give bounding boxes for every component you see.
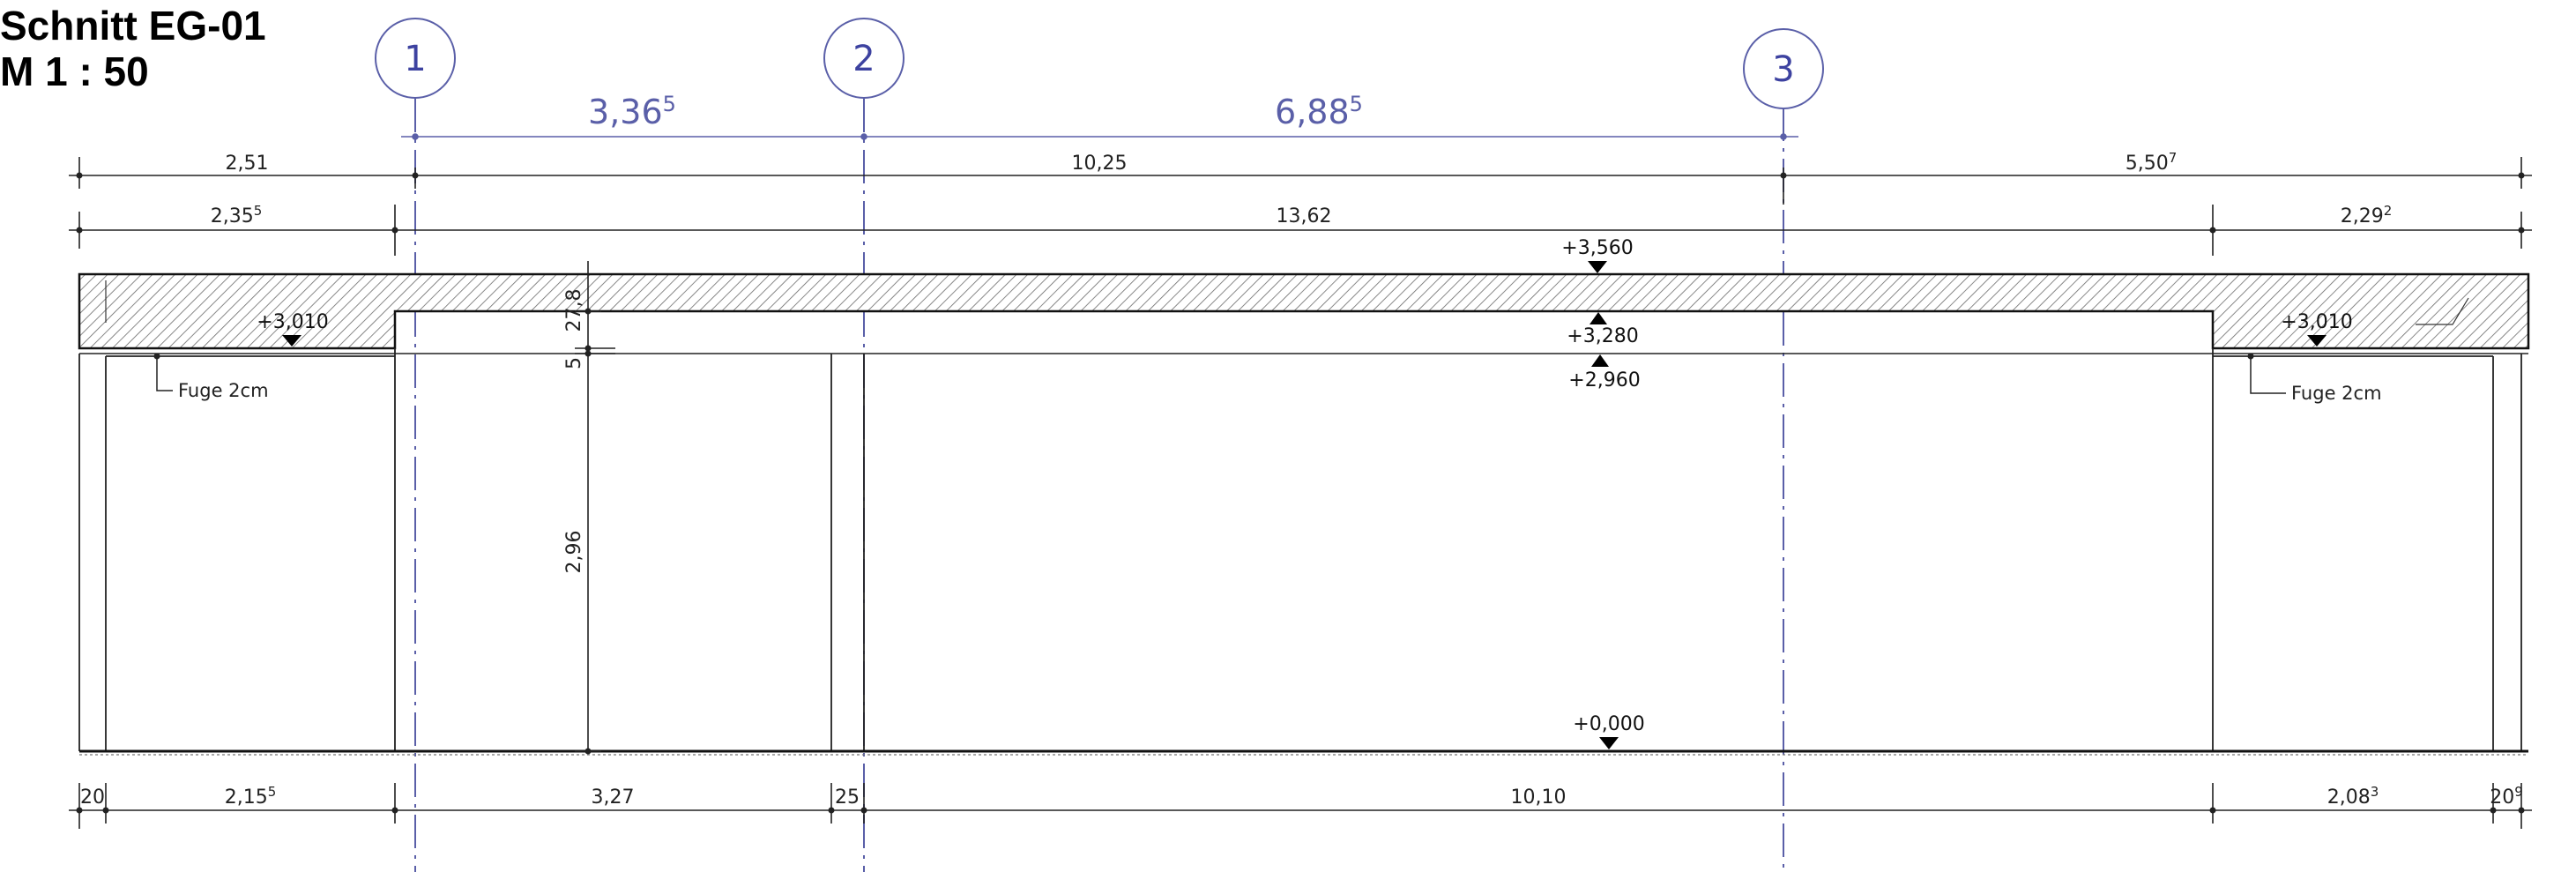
elevation-top-of-slab: +3,560 [1561,237,1634,273]
dim-row1-3: 5,507 [2126,150,2178,175]
dim-bottom-4: 25 [835,786,860,809]
slab-break-mark-right [2416,297,2469,325]
axis-spacing-1-2: 3,365 [588,92,676,131]
dim-bottom-2: 2,155 [225,784,277,809]
elevation-marker-down-icon [282,335,302,347]
walls [78,348,2522,751]
dimension-row-1-ticks [76,172,2525,179]
grid-axis-bubble-1: 1 [375,18,456,99]
vertical-dimension-ticks [584,308,592,755]
grid-axis-circle-3 [1743,28,1824,109]
dim-bottom-1: 20 [80,786,105,809]
dim-bottom-3: 3,27 [592,786,635,809]
dim-vertical-joint: 5 [563,357,585,369]
dimension-row-bottom [69,783,2532,829]
dim-row2-1: 2,355 [211,203,263,227]
joint-note-right: Fuge 2cm [2247,353,2382,404]
dim-row1-1: 2,51 [226,153,269,175]
dim-row2-2: 13,62 [1277,205,1332,227]
joint-note-left-text: Fuge 2cm [178,380,269,401]
dim-vertical-height: 2,96 [563,531,585,574]
elevation-marker-up-icon [1591,354,1609,367]
dim-bottom-5: 10,10 [1511,786,1567,809]
elevation-floor: +0,000 [1573,713,1645,749]
joint-note-left: Fuge 2cm [153,353,269,401]
elevation-underside-beam: +2,960 [1568,354,1641,391]
elevation-right-recess-label: +3,010 [2281,311,2352,333]
grid-axis-lines [414,99,1784,872]
grid-axis-label-1: 1 [404,39,426,79]
drawing-scale: M 1 : 50 [0,48,149,94]
elevation-marker-down-icon [1588,261,1607,273]
elevation-floor-label: +0,000 [1573,713,1644,735]
grid-axis-bubble-3: 3 [1743,28,1824,109]
grid-axis-circle-1 [375,18,456,99]
elevation-right-recess: +3,010 [2281,311,2353,347]
elevation-marker-up-icon [1590,312,1607,324]
dim-row1-2: 10,25 [1072,153,1128,175]
roof-slab [78,272,2530,350]
elevation-top-of-slab-label: +3,560 [1561,237,1633,259]
axis-spacing-2-3: 6,885 [1275,92,1363,131]
grid-axis-label-2: 2 [852,39,875,79]
dim-bottom-6: 2,083 [2327,784,2379,809]
dimension-row-bottom-ticks [76,807,2525,814]
elevation-underside-slab-label: +3,280 [1567,325,1638,347]
dim-bottom-7: 209 [2490,784,2523,809]
elevation-left-recess-label: +3,010 [257,311,328,333]
elevation-underside-beam-label: +2,960 [1568,369,1640,391]
grid-axis-circle-2 [823,18,905,99]
drawing-title: Schnitt EG-01 [0,3,266,48]
elevation-left-recess: +3,010 [257,311,329,347]
elevation-marker-down-icon [1599,737,1619,749]
dim-vertical-slab: 27,8 [563,289,585,332]
dimension-row-2-ticks [76,227,2525,234]
vertical-dimension-chain [575,261,615,752]
axis-spacing-dimension [401,133,1798,140]
elevation-underside-slab: +3,280 [1567,312,1639,347]
elevation-marker-down-icon [2307,335,2327,347]
joint-note-right-text: Fuge 2cm [2291,383,2382,404]
grid-axis-bubble-2: 2 [823,18,905,99]
dim-row2-3: 2,292 [2341,203,2393,227]
grid-axis-label-3: 3 [1772,49,1794,90]
